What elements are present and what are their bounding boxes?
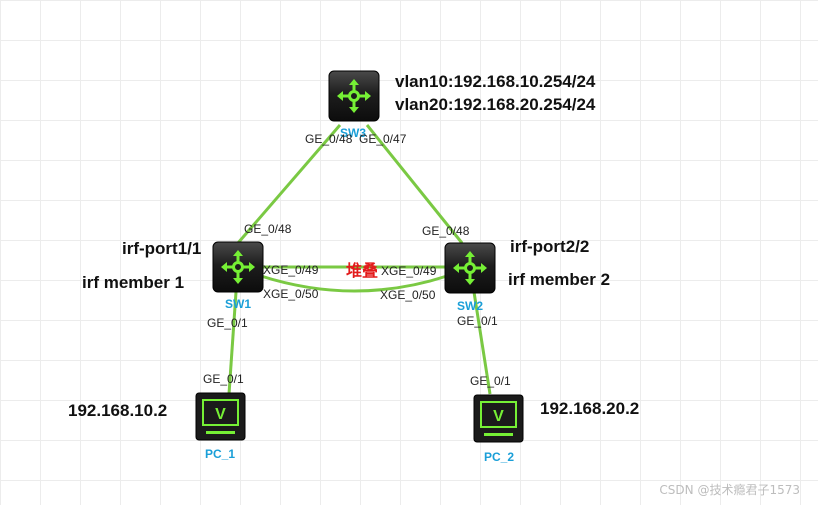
annotations: vlan10:192.168.10.254/24 vlan20:192.168.… <box>68 72 639 420</box>
watermark: CSDN @技术瘾君子1573 <box>659 482 800 497</box>
pc1-ip-label: 192.168.10.2 <box>68 401 167 420</box>
port-label: GE_0/1 <box>470 374 511 388</box>
svg-text:V: V <box>215 406 226 423</box>
sw1-irf-port-label: irf-port1/1 <box>122 239 201 258</box>
port-label: GE_0/47 <box>359 132 407 146</box>
port-label: XGE_0/50 <box>380 288 436 302</box>
pc-monitor-icon: V <box>195 392 246 441</box>
l3-switch-icon <box>212 241 264 293</box>
device-sw2[interactable]: SW2 <box>444 242 496 313</box>
port-label: GE_0/48 <box>305 132 353 146</box>
link-sw2-pc2 <box>472 291 492 395</box>
svg-text:V: V <box>493 408 504 425</box>
link-stack-xge50 <box>260 274 448 293</box>
port-label: XGE_0/49 <box>263 263 319 277</box>
l3-switch-icon <box>444 242 496 294</box>
l3-switch-icon <box>328 70 380 122</box>
port-label: GE_0/1 <box>457 314 498 328</box>
device-label-pc1: PC_1 <box>205 447 235 461</box>
device-label-sw3: SW3 <box>340 126 366 140</box>
device-label-sw1: SW1 <box>225 297 251 311</box>
device-label-pc2: PC_2 <box>484 450 514 464</box>
port-label: GE_0/48 <box>422 224 470 238</box>
port-label: GE_0/1 <box>207 316 248 330</box>
vlan20-gateway-label: vlan20:192.168.20.254/24 <box>395 95 596 114</box>
port-label: GE_0/1 <box>203 372 244 386</box>
links <box>227 124 492 395</box>
pc-monitor-icon: V <box>473 394 524 443</box>
port-label: XGE_0/49 <box>381 264 437 278</box>
port-labels: GE_0/48 GE_0/47 GE_0/48 GE_0/48 XGE_0/49… <box>203 132 511 388</box>
sw2-irf-port-label: irf-port2/2 <box>510 237 589 256</box>
vlan10-gateway-label: vlan10:192.168.10.254/24 <box>395 72 596 91</box>
link-sw3-sw2 <box>365 124 464 244</box>
link-sw1-pc1 <box>227 291 238 395</box>
sw1-irf-member-label: irf member 1 <box>82 273 184 292</box>
device-pc2[interactable]: V PC_2 <box>473 394 524 464</box>
device-pc1[interactable]: V PC_1 <box>195 392 246 461</box>
stack-label: 堆叠 <box>346 261 378 280</box>
link-sw3-sw1 <box>236 124 342 244</box>
port-label: GE_0/48 <box>244 222 292 236</box>
pc2-ip-label: 192.168.20.2 <box>540 399 639 418</box>
sw2-irf-member-label: irf member 2 <box>508 270 610 289</box>
port-label: XGE_0/50 <box>263 287 319 301</box>
device-sw3[interactable]: SW3 <box>328 70 380 140</box>
device-sw1[interactable]: SW1 <box>212 241 264 311</box>
device-label-sw2: SW2 <box>457 299 483 313</box>
